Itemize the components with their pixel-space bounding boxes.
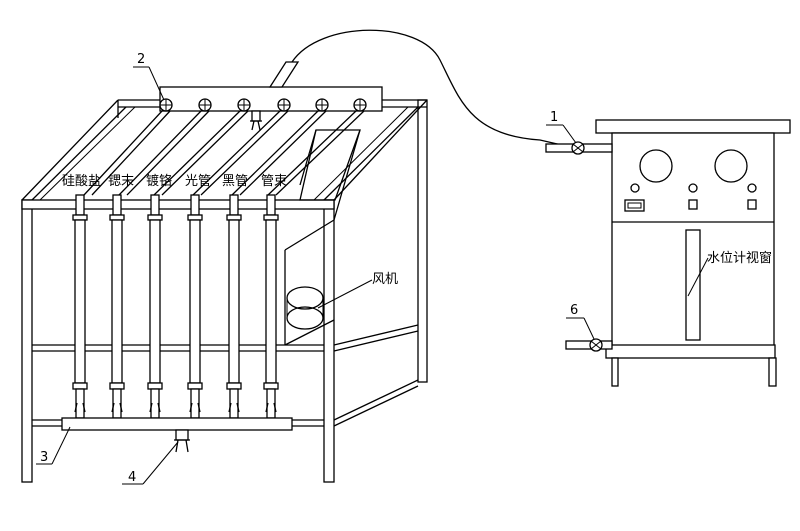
drain-valve (565, 338, 613, 352)
water-window-leader (687, 257, 709, 297)
callout-3: 3 (40, 450, 48, 465)
water-level-window (685, 229, 701, 341)
tube-bundle (263, 194, 279, 419)
header-valve-icon (198, 98, 212, 112)
water-window-label: 水位计视窗 (707, 250, 772, 266)
callout-4-leader (142, 441, 179, 485)
gauge-right-icon (714, 149, 748, 183)
tube-silicate (72, 194, 88, 419)
fan-duct (284, 129, 361, 346)
tube-label-silicate: 硅酸盐 (62, 174, 101, 189)
fan-icon (286, 286, 324, 330)
inlet-valve (545, 141, 613, 155)
callout-6: 6 (570, 303, 578, 318)
tube-drain-valves (74, 402, 277, 413)
header-valve-icon (159, 98, 173, 112)
tube-label-black: 黑管 (222, 174, 248, 189)
test-tubes (72, 194, 279, 419)
gauge-left-icon (639, 149, 673, 183)
callout-4: 4 (128, 470, 136, 485)
header-valve-icon (353, 98, 367, 112)
tube-label-bare: 光管 (185, 174, 211, 189)
callout-3-leader (51, 426, 71, 465)
tube-bare (187, 194, 203, 419)
header-valve-icon (277, 98, 291, 112)
tube-strontium (109, 194, 125, 419)
fan-leader-line (317, 279, 373, 309)
tube-label-chrome: 镀铬 (146, 173, 172, 189)
header-valves (159, 98, 367, 112)
tube-label-strontium: 锶末 (108, 174, 134, 189)
tube-label-bundle: 管束 (261, 174, 287, 189)
header-valve-icon (315, 98, 329, 112)
bottom-header (61, 417, 293, 453)
callout-2: 2 (137, 52, 145, 67)
connecting-hose (291, 29, 567, 147)
top-header-manifold (159, 61, 383, 131)
callout-2-leader (148, 66, 165, 101)
water-tank-cabinet (595, 119, 791, 387)
connecting-pipes (83, 110, 365, 196)
callout-1: 1 (550, 110, 558, 125)
tube-black (226, 194, 242, 419)
tube-chrome (147, 194, 163, 419)
fan-label: 风机 (372, 272, 398, 287)
header-valve-icon (237, 98, 251, 112)
